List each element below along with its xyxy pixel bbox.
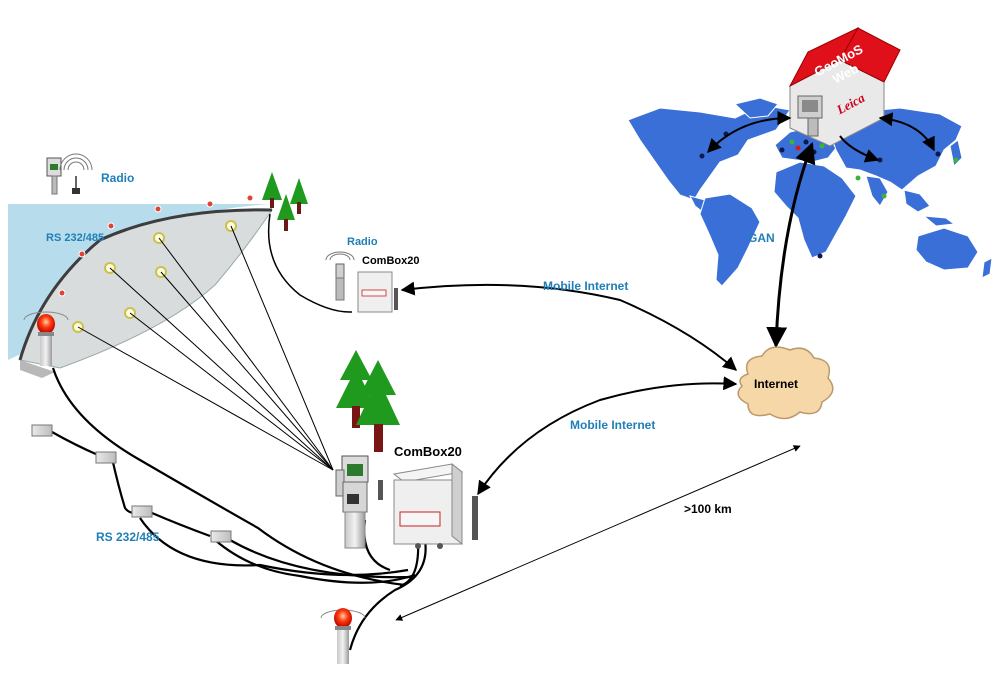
dam-crest-prisms [58,194,254,297]
warning-light-icon [23,311,69,366]
face-targets [72,220,237,333]
distance-arrow [395,445,801,621]
prism-icon [107,222,115,230]
rs232-dam-label: RS 232/485 [46,232,105,244]
server-house-icon [788,26,901,147]
combox-icon [392,462,478,549]
mobile-internet-bottom-label: Mobile Internet [570,418,656,432]
sensor-box-icon [31,424,232,543]
gan-label: GAN [748,231,775,245]
warning-light-icon [320,608,366,664]
internet-label: Internet [754,377,799,391]
combox-icon [325,251,398,313]
cloud-icon [737,346,834,420]
radio-label-top: Radio [101,171,135,185]
prism-icon [78,250,86,258]
prism-icon [58,289,66,297]
total-station-icon [335,455,383,549]
rs232-sensors-label: RS 232/485 [96,530,160,544]
tree-icon [336,350,400,452]
server-links [707,111,935,349]
mobile-internet-links [400,281,738,496]
radio-cable [267,213,353,313]
radio-label-mid: Radio [347,236,378,248]
total-station-icon [46,153,93,195]
tree-icon [262,172,308,231]
distance-label: >100 km [684,502,732,516]
combox-small-label: ComBox20 [362,255,420,267]
prism-icon [154,205,162,213]
mobile-internet-top-label: Mobile Internet [543,279,629,293]
prism-icon [246,194,254,202]
sight-lines [77,225,334,471]
combox-large-label: ComBox20 [394,444,462,459]
prism-icon [206,200,214,208]
